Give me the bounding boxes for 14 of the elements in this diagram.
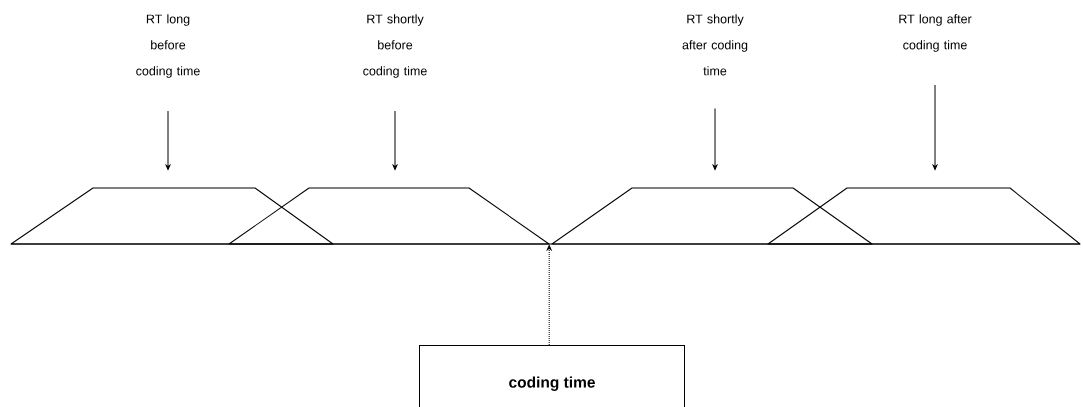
arrow	[392, 110, 398, 171]
arrow	[712, 108, 718, 171]
label-box: coding time	[419, 345, 685, 407]
arrow	[932, 84, 938, 171]
trapezoid-shape	[767, 187, 1081, 245]
time-label: RT long after coding time	[899, 14, 972, 52]
time-label: RT shortly before coding time	[363, 14, 427, 78]
trapezoid-shape	[228, 187, 550, 245]
trapezoid-shape	[10, 187, 334, 245]
trapezoid-shape	[551, 187, 873, 245]
time-label: RT long before coding time	[136, 14, 200, 78]
arrow	[546, 244, 552, 346]
time-label: RT shortly after coding time	[682, 14, 748, 76]
arrow	[165, 110, 171, 171]
